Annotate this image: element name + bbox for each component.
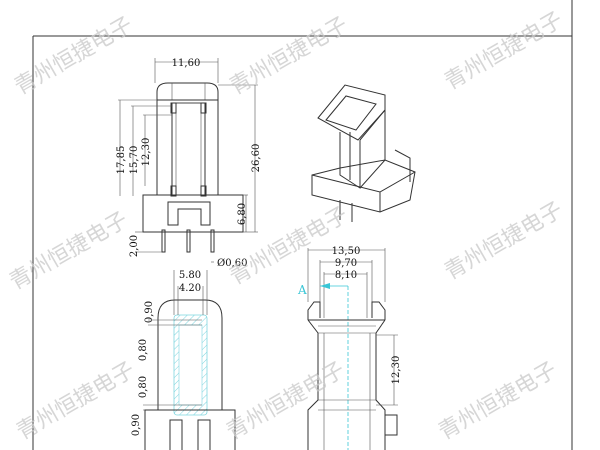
dim-height-total: 26,60 [251, 144, 262, 173]
watermark: 青州恒捷电子 [226, 13, 353, 101]
dim-width-total: 13,50 [332, 246, 361, 257]
dim-width-inner: 8,10 [335, 270, 357, 281]
dim-bottom-flange-thickness: 0,80 [138, 376, 149, 398]
side-view: 13,50 9,70 8,10 A 12,30 [297, 246, 402, 450]
drawing-frame [32, 0, 573, 450]
dim-h3: 12,30 [141, 138, 152, 167]
dim-bottom-flange-gap: 0,90 [131, 414, 142, 436]
watermark: 青州恒捷电子 [6, 208, 133, 296]
isometric-view [311, 84, 416, 222]
watermark: 青州恒捷电子 [223, 358, 350, 446]
watermark: 青州恒捷电子 [441, 8, 568, 96]
front-view: 11,60 17,85 15,70 12,30 26,60 6,80 2,00 … [116, 58, 262, 269]
section-marker-label: A [297, 283, 307, 297]
dim-base-height: 6,80 [237, 203, 248, 225]
dim-width: 11,60 [172, 58, 201, 69]
watermark: 青州恒捷电子 [13, 358, 140, 446]
watermark: 青州恒捷电子 [11, 13, 138, 101]
watermarks: 青州恒捷电子 青州恒捷电子 青州恒捷电子 青州恒捷电子 青州恒捷电子 青州恒捷电… [6, 8, 568, 446]
dim-pin-diameter: Ø0,60 [217, 258, 247, 269]
dim-top-flange-gap: 0,90 [144, 301, 155, 323]
watermark: 青州恒捷电子 [441, 198, 568, 286]
section-view: 5.80 4.20 0,90 0,80 0,80 0,90 [131, 270, 236, 450]
watermark: 青州恒捷电子 [435, 358, 562, 446]
dim-inner-width: 4.20 [179, 283, 201, 294]
dim-winding-height: 12,30 [391, 356, 402, 385]
dim-width-mid: 9,70 [335, 258, 357, 269]
section-arrow-icon [320, 283, 330, 289]
dim-outer-width: 5.80 [179, 270, 201, 281]
dim-top-flange-thickness: 0,80 [138, 339, 149, 361]
dim-pin-length: 2,00 [129, 235, 140, 257]
dim-h2: 15,70 [129, 146, 140, 175]
dim-h1: 17,85 [116, 146, 127, 175]
